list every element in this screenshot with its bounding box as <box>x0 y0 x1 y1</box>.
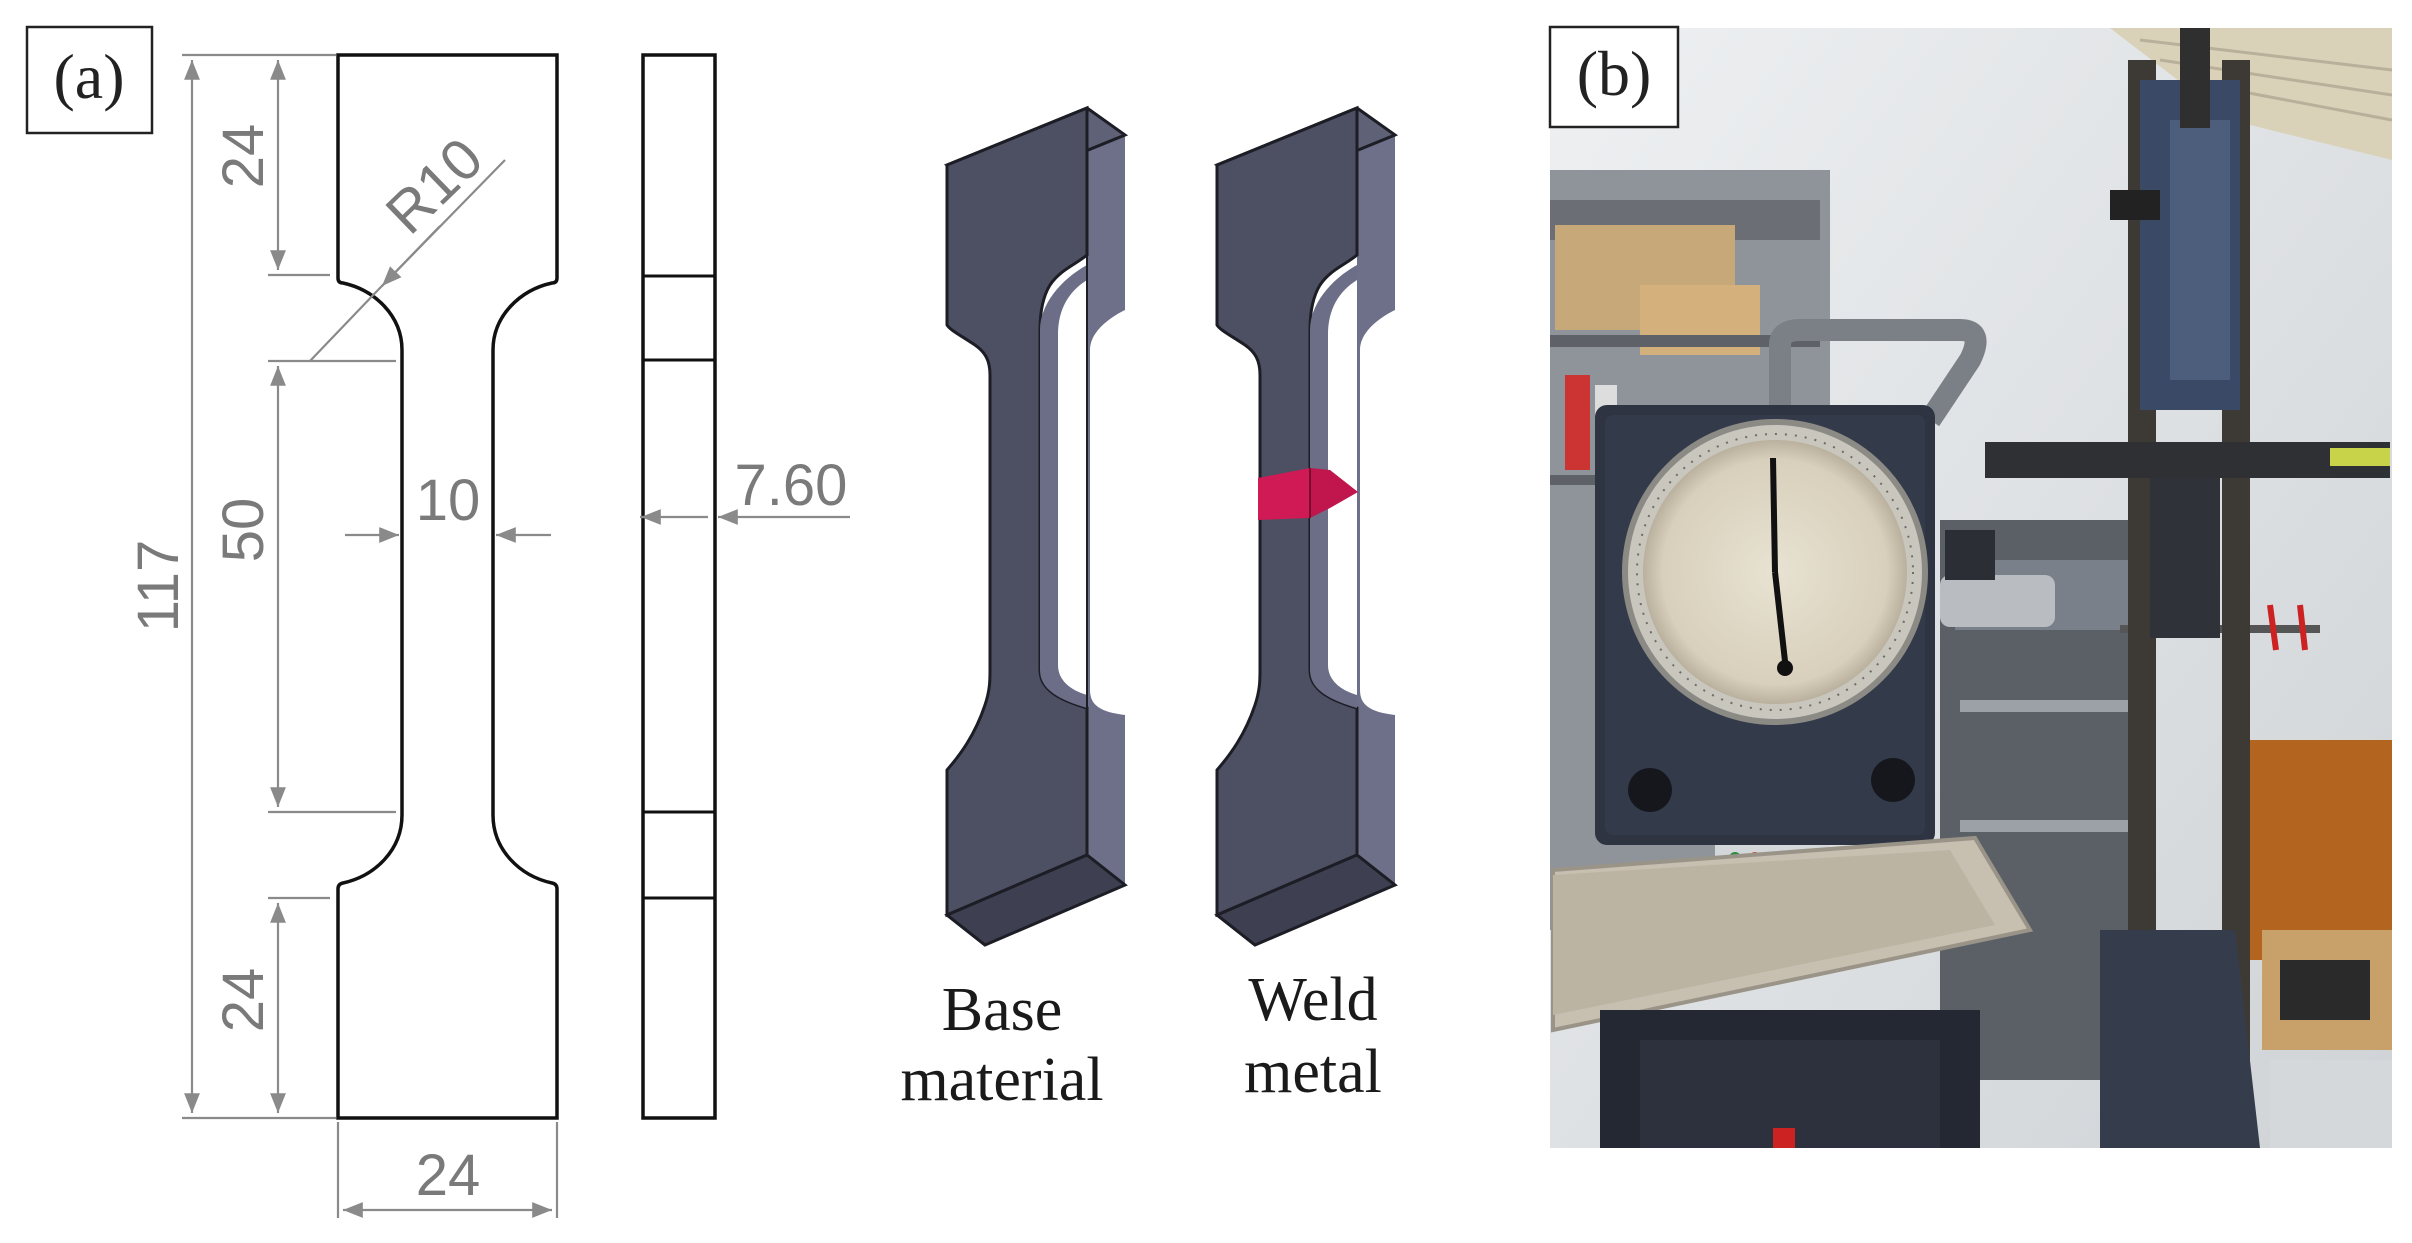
dimension-thickness: 7.60 <box>640 453 850 525</box>
specimen-3d-base-material <box>943 105 1129 947</box>
panel-b-photo: (b) <box>1548 25 2392 1148</box>
grip-bottom-value: 24 <box>211 968 276 1033</box>
dimension-gauge-length: 50 <box>211 366 286 807</box>
specimen-front-view <box>336 53 559 1120</box>
load-dial <box>1622 419 1928 725</box>
panel-b-label: (b) <box>1577 38 1652 109</box>
radius-value: R10 <box>374 126 496 247</box>
caption-weld-metal: Weld metal <box>1244 966 1382 1106</box>
gauge-width-value: 10 <box>416 468 481 533</box>
overall-length-value: 117 <box>126 540 191 632</box>
svg-text:Base: Base <box>942 976 1063 1044</box>
svg-text:Weld: Weld <box>1248 966 1377 1034</box>
extension-lines <box>182 53 559 1218</box>
panel-b-label-box: (b) <box>1548 25 1680 129</box>
weld-region <box>1258 468 1310 520</box>
specimen-3d-weld-metal <box>1213 105 1399 947</box>
dimension-overall-length: 117 <box>126 60 200 1113</box>
thickness-value: 7.60 <box>735 453 848 518</box>
panel-a-label: (a) <box>53 41 124 112</box>
panel-a: (a) 117 <box>25 25 1399 1218</box>
dimension-gauge-width: 10 <box>345 468 551 543</box>
gauge-length-value: 50 <box>211 498 276 563</box>
dimension-grip-top: 24 <box>211 60 286 270</box>
svg-text:metal: metal <box>1244 1038 1382 1106</box>
grip-width-value: 24 <box>416 1143 481 1208</box>
caption-base-material: Base material <box>900 976 1103 1114</box>
grip-top-value: 24 <box>211 124 276 189</box>
svg-text:material: material <box>900 1046 1103 1114</box>
panel-a-label-box: (a) <box>25 25 154 135</box>
dimension-grip-width: 24 <box>343 1143 552 1218</box>
specimen-side-view <box>641 53 717 1120</box>
dimension-grip-bottom: 24 <box>211 903 286 1113</box>
